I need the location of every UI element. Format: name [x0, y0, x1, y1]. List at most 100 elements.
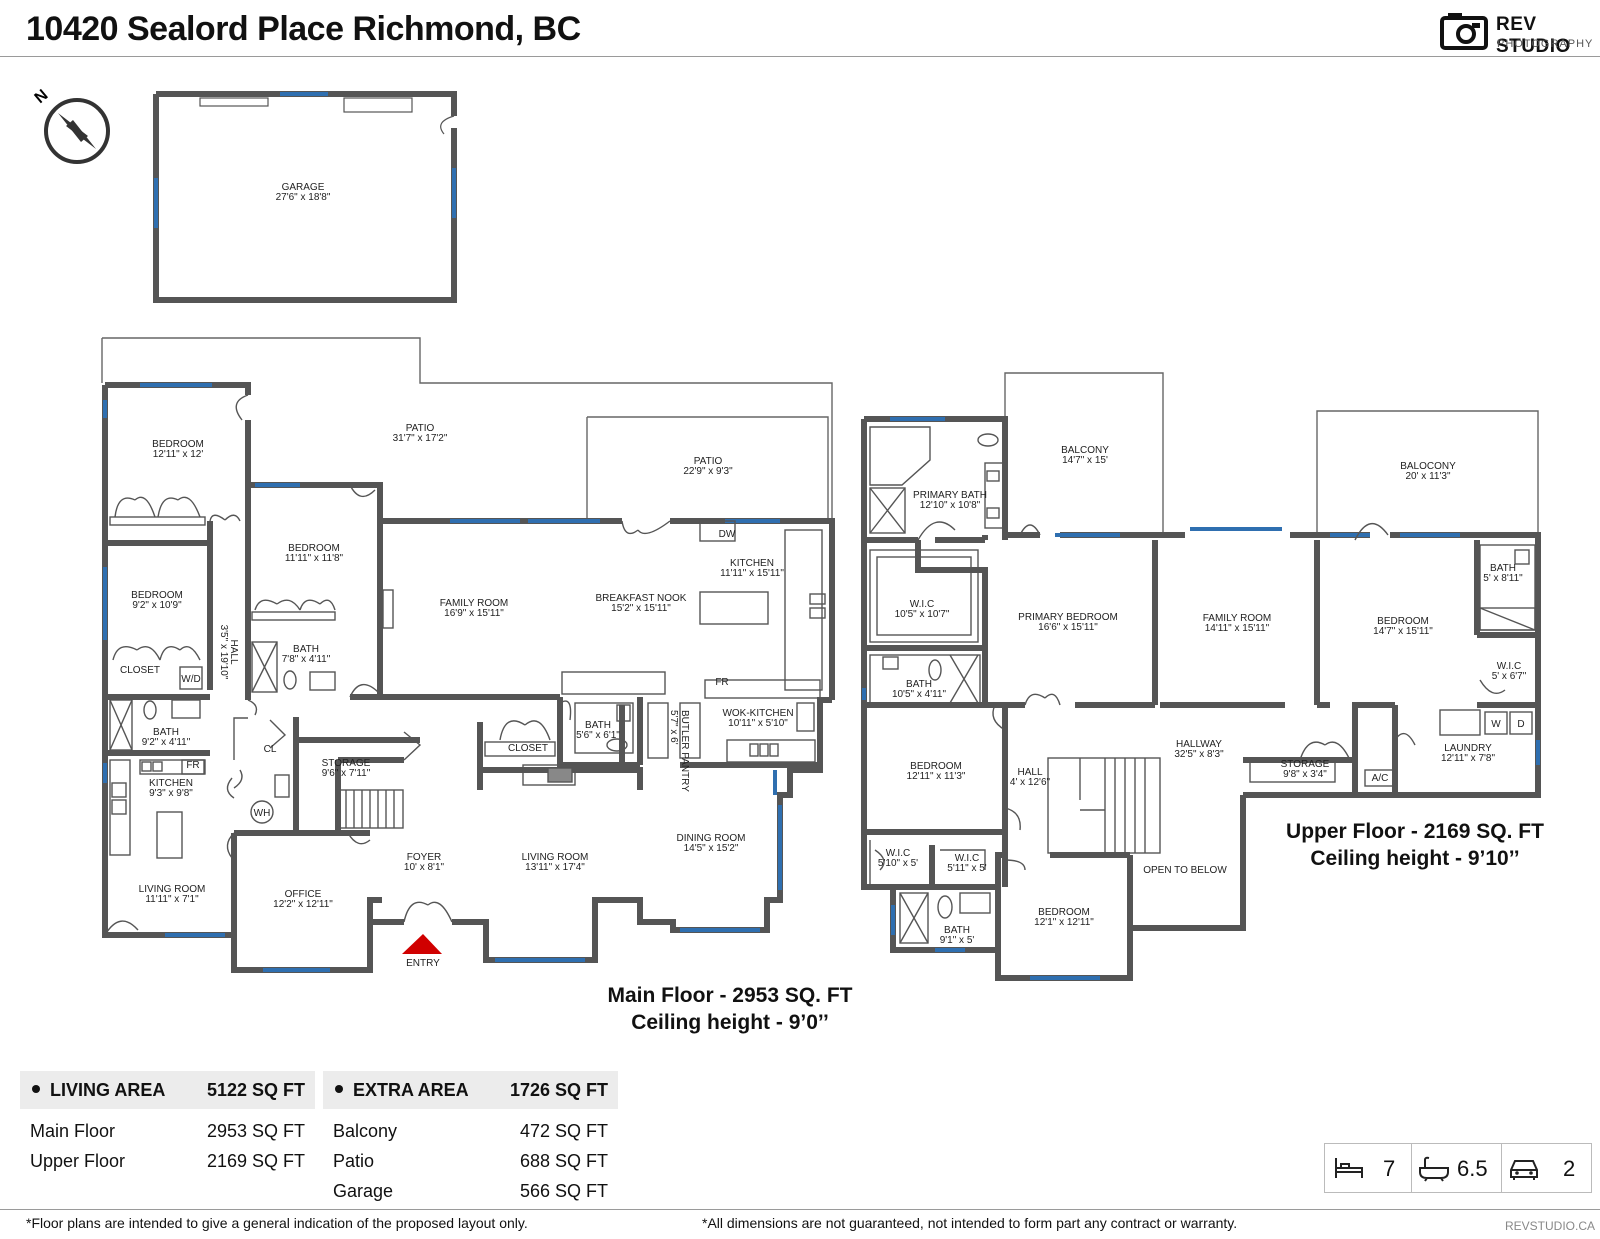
room-wic-b-dim: 5' x 6'7" [1492, 671, 1527, 682]
room-living-main-dim: 13'11" x 17'4" [525, 862, 585, 873]
room-bedroom-b-dim: 9'2" x 10'9" [132, 600, 182, 611]
row-value: 472 SQ FT [519, 1121, 608, 1141]
room-w-name: W [1491, 719, 1501, 730]
room-bath-up-b-dim: 10'5" x 4'11" [892, 689, 947, 700]
room-wic-c-dim: 5'10" x 5' [878, 858, 918, 869]
room-laundry-name: LAUNDRY [1444, 743, 1492, 754]
living-area-total: 5122 SQ FT [206, 1080, 305, 1100]
room-primary-bed-name: PRIMARY BEDROOM [1018, 612, 1118, 623]
extra-area-total: 1726 SQ FT [509, 1080, 608, 1100]
extra-area-title: EXTRA AREA [353, 1080, 469, 1100]
room-butler-dim: 5'7" x 6' [668, 710, 679, 745]
room-bedroom-up-a-dim: 14'7" x 15'11" [1373, 626, 1433, 637]
room-laundry-dim: 12'11" x 7'8" [1441, 753, 1496, 764]
living-area-table: LIVING AREA 5122 SQ FT Main Floor 2953 S… [20, 1071, 315, 1175]
living-area-title: LIVING AREA [50, 1080, 166, 1100]
room-kitchen-b-name: KITCHEN [149, 778, 193, 789]
garage-count: 2 [1563, 1156, 1576, 1181]
bullet-icon [335, 1085, 343, 1094]
room-butler-name: BUTLER PANTRY [679, 710, 690, 792]
room-primary-bath-dim: 12'10" x 10'8" [920, 500, 981, 511]
row-label: Main Floor [30, 1121, 116, 1141]
main-floor-ceiling: Ceiling height - 9’0’’ [631, 1011, 829, 1034]
upper-floor-ceiling: Ceiling height - 9’10’’ [1310, 847, 1520, 870]
stats-divider [1411, 1144, 1412, 1192]
room-bath-main-a-name: BATH [293, 644, 319, 655]
garage-windows [154, 92, 456, 228]
footer-disclaimer-left: *Floor plans are intended to give a gene… [26, 1215, 528, 1231]
compass-needle-south [66, 120, 96, 149]
room-wic-d-name: W.I.C [955, 853, 979, 864]
room-breakfast-dim: 15'2" x 15'11" [611, 603, 671, 614]
brand-logo: REV STUDIO PHOTOGRAPHY [1440, 8, 1594, 57]
row-value: 566 SQ FT [519, 1181, 608, 1201]
room-closet-b-name: CLOSET [508, 743, 548, 754]
room-dw-name: DW [719, 529, 736, 540]
bed-icon [1335, 1158, 1363, 1178]
room-bath-up-c-name: BATH [944, 925, 970, 936]
room-garage-name: GARAGE [282, 182, 325, 193]
room-family-main-dim: 16'9" x 15'11" [444, 608, 504, 619]
room-wd-main-name: W/D [181, 674, 200, 685]
table-row: Patio 688 SQ FT [323, 1145, 618, 1175]
stats-divider [1501, 1144, 1502, 1192]
extra-area-table: EXTRA AREA 1726 SQ FT Balcony 472 SQ FT … [323, 1071, 618, 1205]
room-balcony-b-name: BALOCONY [1400, 461, 1456, 472]
upper-floor-details [869, 426, 1536, 944]
row-value: 2953 SQ FT [206, 1121, 305, 1141]
room-living-a-name: LIVING ROOM [139, 884, 206, 895]
room-patio-main-dim: 31'7" x 17'2" [393, 433, 448, 444]
car-icon [1510, 1160, 1538, 1180]
room-garage-dim: 27'6" x 18'8" [276, 192, 331, 203]
logo-subtitle: PHOTOGRAPHY [1497, 38, 1594, 50]
room-bath-main-c-dim: 5'6" x 6'1" [576, 730, 620, 741]
table-row: Garage 566 SQ FT [323, 1175, 618, 1205]
room-hallway-name: HALLWAY [1176, 739, 1222, 750]
room-wic-a-name: W.I.C [910, 599, 934, 610]
room-dining-dim: 14'5" x 15'2" [684, 843, 739, 854]
room-wok-name: WOK-KITCHEN [722, 708, 793, 719]
table-row: Main Floor 2953 SQ FT [20, 1115, 315, 1145]
footer-disclaimer-right: *All dimensions are not guaranteed, not … [702, 1215, 1238, 1231]
room-bath-main-a-dim: 7'8" x 4'11" [282, 654, 331, 665]
room-storage-main-name: STORAGE [322, 758, 371, 769]
room-wic-c-name: W.I.C [886, 848, 910, 859]
living-area-header: LIVING AREA 5122 SQ FT [20, 1071, 315, 1109]
camera-icon [1440, 13, 1488, 50]
room-bedroom-a-dim: 12'11" x 12' [153, 449, 204, 460]
garage-doors [199, 97, 455, 135]
room-ac-name: A/C [1372, 773, 1389, 784]
main-floor-walls [102, 382, 835, 973]
room-closet-a-name: CLOSET [120, 665, 160, 676]
room-bath-up-a-name: BATH [1490, 563, 1516, 574]
room-hall-main-dim: 3'5" x 19'10" [218, 625, 229, 680]
compass: N [32, 87, 110, 164]
main-patio-outline [101, 337, 833, 521]
logo-title: REV STUDIO [1496, 14, 1571, 57]
room-bedroom-c-dim: 11'11" x 11'8" [285, 553, 344, 564]
main-floor-area: Main Floor - 2953 SQ. FT [607, 984, 853, 1007]
room-primary-bed-dim: 16'6" x 15'11" [1038, 622, 1098, 633]
main-floor-windows [103, 383, 782, 972]
room-office-name: OFFICE [285, 889, 322, 900]
footer-divider [0, 1209, 1600, 1210]
room-living-main-name: LIVING ROOM [522, 852, 589, 863]
room-living-a-dim: 11'11" x 7'1" [145, 894, 199, 905]
row-label: Upper Floor [30, 1151, 126, 1171]
room-storage-up-dim: 9'8" x 3'4" [1283, 769, 1327, 780]
room-bath-up-b-name: BATH [906, 679, 932, 690]
row-label: Balcony [333, 1121, 398, 1141]
room-kitchen-main-name: KITCHEN [730, 558, 774, 569]
row-label: Patio [333, 1151, 375, 1171]
room-fr-a-name: FR [186, 760, 199, 771]
footer-website: REVSTUDIO.CA [1505, 1219, 1596, 1233]
room-storage-main-dim: 9'6" x 7'11" [322, 768, 371, 779]
room-kitchen-b-dim: 9'3" x 9'8" [149, 788, 193, 799]
room-kitchen-main-dim: 11'11" x 15'11" [720, 568, 784, 579]
bullet-icon [32, 1085, 40, 1094]
row-label: Garage [333, 1181, 394, 1201]
room-wic-b-name: W.I.C [1497, 661, 1521, 672]
upper-floor-label: Upper Floor - 2169 SQ. FT Ceiling height… [1270, 818, 1560, 872]
upper-floor-area: Upper Floor - 2169 SQ. FT [1286, 820, 1544, 843]
room-bedroom-up-b-name: BEDROOM [910, 761, 962, 772]
